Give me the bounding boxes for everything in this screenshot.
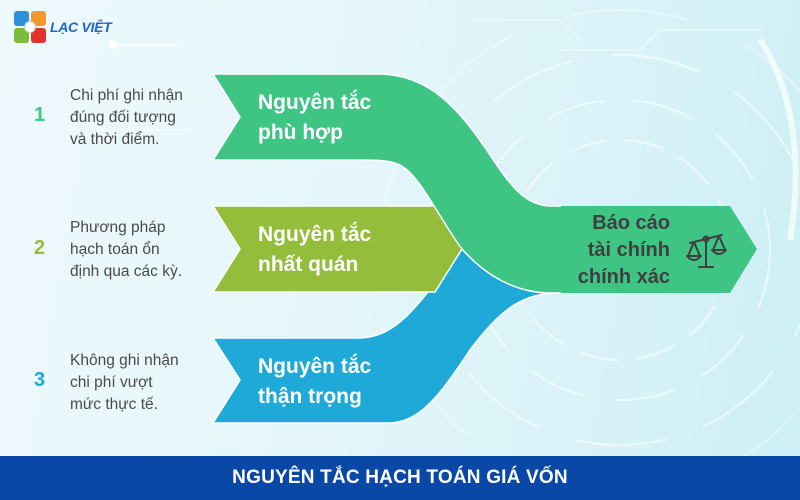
balance-scale-icon (686, 234, 727, 268)
result-arrow-shape (535, 206, 757, 293)
band-shape-1 (211, 73, 561, 294)
description-line: và thời điểm. (70, 131, 160, 148)
principles-flow-diagram: 1 Chi phí ghi nhận đúng đối tượng và thờ… (34, 73, 757, 424)
principle-title-3: Nguyên tắc thận trọng (258, 352, 371, 412)
logo-mark-icon (14, 11, 46, 43)
principle-description-2: Phương pháp hạch toán ổn định qua các kỳ… (70, 217, 220, 283)
footer-title: NGUYÊN TẮC HẠCH TOÁN GIÁ VỐN (232, 467, 568, 488)
result-title: Báo cáo tài chính chính xác (520, 210, 670, 291)
title-line: phù hợp (258, 121, 343, 144)
description-line: Phương pháp (70, 219, 166, 236)
brand-name: LẠC VIỆT (50, 19, 112, 35)
description-line: đúng đối tượng (70, 109, 176, 126)
principle-number-3: 3 (34, 369, 46, 391)
title-line: Nguyên tắc (258, 223, 372, 246)
description-line: chi phí vượt (70, 374, 153, 391)
principle-number-1: 1 (34, 104, 46, 126)
principle-number-2: 2 (34, 237, 46, 259)
principle-title-1: Nguyên tắc phù hợp (258, 88, 371, 148)
title-line: thận trọng (258, 385, 362, 408)
description-line: Chi phí ghi nhận (70, 87, 183, 104)
description-line: định qua các kỳ. (70, 263, 183, 280)
principle-description-3: Không ghi nhận chi phí vượt mức thực tế. (70, 350, 220, 416)
description-line: hạch toán ổn (70, 241, 160, 258)
principle-title-2: Nguyên tắc nhất quán (258, 220, 371, 280)
flow-shapes (211, 73, 757, 424)
title-line: nhất quán (258, 253, 359, 276)
result-line: tài chính (587, 239, 670, 261)
footer-banner: NGUYÊN TẮC HẠCH TOÁN GIÁ VỐN (0, 456, 800, 500)
brand-logo: LẠC VIỆT (14, 11, 112, 43)
description-line: Không ghi nhận (70, 352, 179, 369)
title-line: Nguyên tắc (258, 355, 372, 378)
result-line: Báo cáo (592, 212, 670, 234)
principle-description-1: Chi phí ghi nhận đúng đối tượng và thời … (70, 85, 220, 151)
title-line: Nguyên tắc (258, 91, 372, 114)
description-line: mức thực tế. (70, 396, 158, 413)
result-line: chính xác (577, 266, 670, 288)
